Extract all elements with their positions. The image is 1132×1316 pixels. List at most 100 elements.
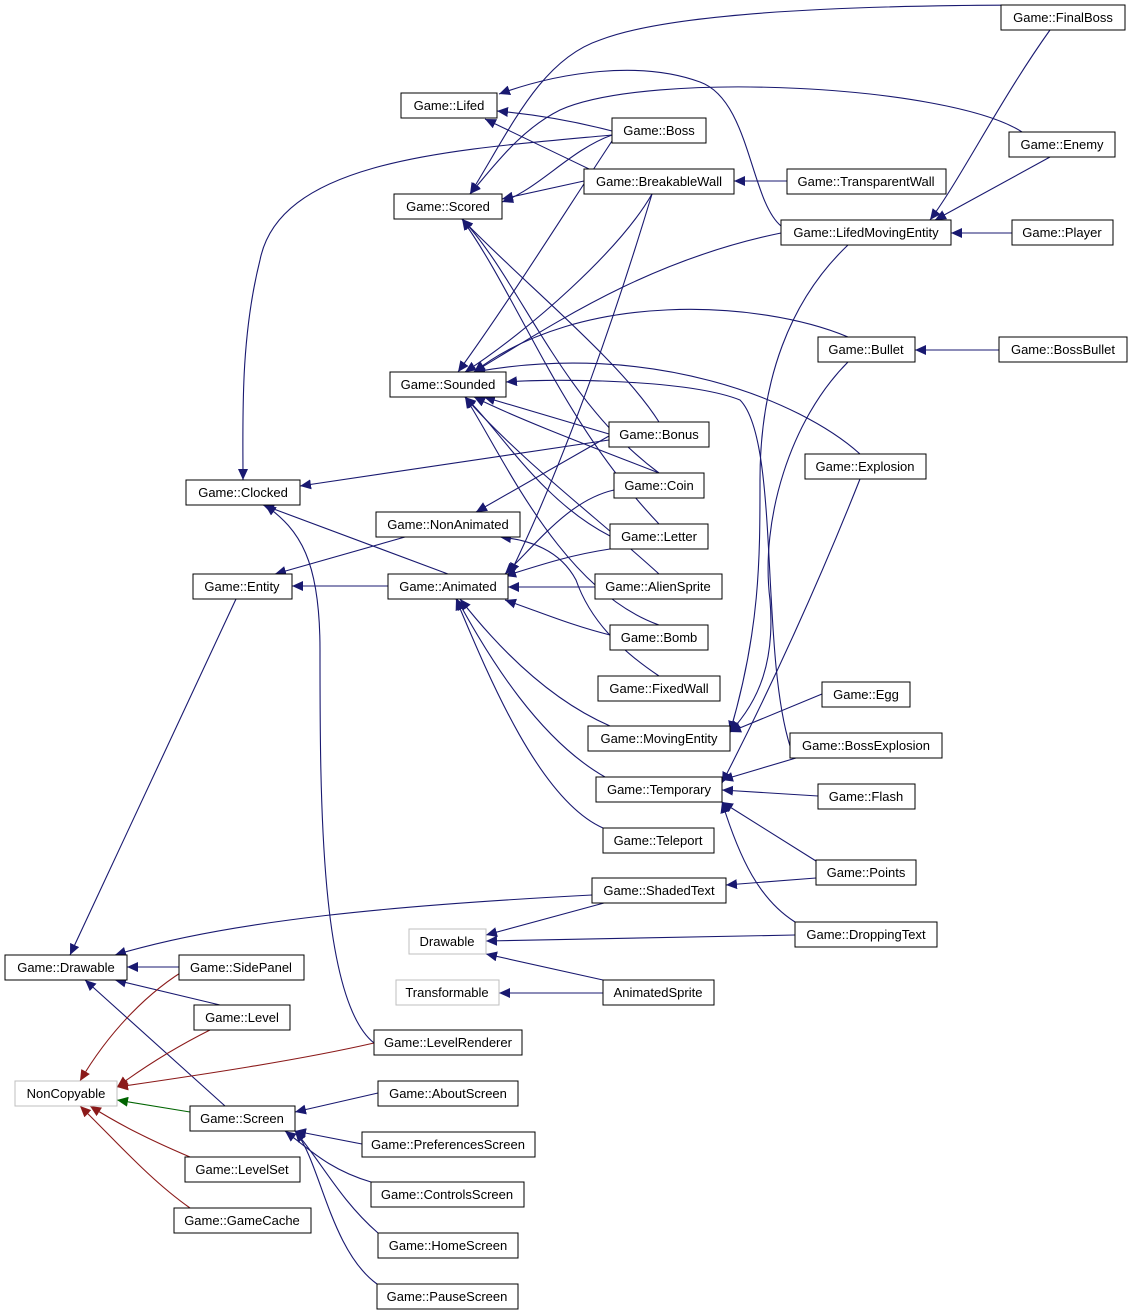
class-label: Game::FinalBoss (1013, 10, 1113, 25)
class-node-about-screen[interactable]: Game::AboutScreen (377, 1080, 519, 1107)
class-node-boss[interactable]: Game::Boss (611, 117, 707, 144)
class-node-non-animated[interactable]: Game::NonAnimated (375, 511, 521, 538)
public-inheritance-edge (456, 598, 606, 778)
public-inheritance-edge (505, 376, 791, 747)
public-inheritance-edge (934, 156, 1051, 221)
class-node-boss-explosion[interactable]: Game::BossExplosion (789, 732, 943, 759)
class-label: Game::LevelRenderer (384, 1035, 513, 1050)
class-node-level-set[interactable]: Game::LevelSet (184, 1156, 301, 1183)
class-label: Game::NonAnimated (387, 517, 508, 532)
private-inheritance-edge (116, 1029, 211, 1088)
public-inheritance-edge (464, 193, 653, 373)
public-inheritance-edge (284, 1130, 372, 1183)
class-node-bonus[interactable]: Game::Bonus (608, 421, 710, 448)
class-node-letter[interactable]: Game::Letter (609, 523, 709, 550)
public-inheritance-edge (483, 395, 610, 435)
class-label: AnimatedSprite (614, 985, 703, 1000)
class-label: Game::BreakableWall (596, 174, 722, 189)
class-node-lifed-moving-entity[interactable]: Game::LifedMovingEntity (780, 219, 952, 246)
private-inheritance-edge (79, 966, 191, 1082)
class-node-alien-sprite[interactable]: Game::AlienSprite (594, 573, 723, 600)
public-inheritance-edge (473, 362, 861, 455)
class-node-animated-sprite[interactable]: AnimatedSprite (602, 979, 715, 1006)
public-inheritance-edge (464, 396, 660, 626)
class-node-drawable[interactable]: Drawable (408, 928, 487, 955)
class-node-side-panel[interactable]: Game::SidePanel (178, 954, 305, 981)
class-node-teleport[interactable]: Game::Teleport (602, 827, 715, 854)
public-inheritance-edge (114, 894, 593, 957)
class-node-coin[interactable]: Game::Coin (613, 472, 705, 499)
class-node-shaded-text[interactable]: Game::ShadedText (591, 877, 727, 904)
class-label: Game::AboutScreen (389, 1086, 507, 1101)
class-label: Game::TransparentWall (797, 174, 934, 189)
public-inheritance-edge (294, 1130, 378, 1285)
class-label: Game::MovingEntity (600, 731, 718, 746)
public-inheritance-edge (84, 979, 226, 1107)
class-node-dropping-text[interactable]: Game::DroppingText (794, 921, 938, 948)
class-node-points[interactable]: Game::Points (815, 859, 917, 886)
public-inheritance-edge (274, 536, 406, 576)
class-node-level-renderer[interactable]: Game::LevelRenderer (373, 1029, 523, 1056)
class-label: Game::GameCache (184, 1213, 300, 1228)
class-label: Game::Explosion (816, 459, 915, 474)
public-inheritance-edge (294, 1128, 363, 1145)
class-node-final-boss[interactable]: Game::FinalBoss (1000, 4, 1126, 31)
class-node-breakable-wall[interactable]: Game::BreakableWall (583, 168, 735, 195)
class-node-lifed[interactable]: Game::Lifed (400, 92, 498, 119)
class-label: Game::PreferencesScreen (371, 1137, 525, 1152)
public-inheritance-edge (721, 801, 817, 862)
public-inheritance-edge (499, 533, 660, 677)
class-node-non-copyable[interactable]: NonCopyable (14, 1080, 118, 1107)
public-inheritance-edge (264, 504, 375, 1044)
class-node-egg[interactable]: Game::Egg (821, 681, 911, 708)
public-inheritance-edge (469, 86, 1023, 195)
class-label: Game::ControlsScreen (381, 1187, 513, 1202)
class-label: Game::Level (205, 1010, 279, 1025)
class-label: Game::Letter (621, 529, 698, 544)
class-label: Game::Sounded (401, 377, 496, 392)
class-node-moving-entity[interactable]: Game::MovingEntity (587, 725, 731, 752)
public-inheritance-edge (485, 934, 796, 946)
class-node-screen[interactable]: Game::Screen (189, 1105, 296, 1132)
class-node-clocked[interactable]: Game::Clocked (185, 479, 301, 506)
class-node-bomb[interactable]: Game::Bomb (609, 624, 709, 651)
class-node-pause-screen[interactable]: Game::PauseScreen (376, 1283, 519, 1310)
class-node-sounded[interactable]: Game::Sounded (389, 371, 507, 398)
class-node-level[interactable]: Game::Level (193, 1004, 291, 1031)
public-inheritance-edge (294, 1092, 379, 1115)
class-nodes: Game::FinalBoss Game::Lifed Game::Boss G… (4, 4, 1128, 1310)
private-inheritance-edge (116, 1042, 375, 1091)
public-inheritance-edge (464, 396, 660, 575)
class-node-boss-bullet[interactable]: Game::BossBullet (998, 336, 1128, 363)
class-node-flash[interactable]: Game::Flash (817, 783, 916, 810)
public-inheritance-edge (475, 435, 610, 513)
class-node-game-cache[interactable]: Game::GameCache (173, 1207, 312, 1234)
class-node-player[interactable]: Game::Player (1011, 219, 1114, 246)
class-node-enemy[interactable]: Game::Enemy (1008, 131, 1116, 158)
class-node-temporary[interactable]: Game::Temporary (595, 776, 723, 803)
class-node-animated[interactable]: Game::Animated (387, 573, 509, 600)
class-node-home-screen[interactable]: Game::HomeScreen (377, 1232, 519, 1259)
class-node-scored[interactable]: Game::Scored (393, 193, 503, 220)
public-inheritance-edge (729, 693, 823, 733)
class-label: Game::HomeScreen (389, 1238, 508, 1253)
class-label: Game::ShadedText (603, 883, 715, 898)
public-inheritance-edge (504, 489, 615, 575)
class-node-preferences-screen[interactable]: Game::PreferencesScreen (361, 1131, 536, 1158)
public-inheritance-edge (485, 902, 605, 937)
class-label: Game::Player (1022, 225, 1102, 240)
class-node-transformable[interactable]: Transformable (395, 979, 500, 1006)
public-inheritance-edge (721, 785, 819, 797)
public-inheritance-edge (720, 801, 796, 923)
class-node-game-drawable[interactable]: Game::Drawable (4, 954, 128, 981)
public-inheritance-edge (509, 193, 653, 575)
class-node-bullet[interactable]: Game::Bullet (817, 336, 916, 363)
class-node-fixed-wall[interactable]: Game::FixedWall (597, 675, 721, 702)
class-node-transparent-wall[interactable]: Game::TransparentWall (786, 168, 947, 195)
class-node-controls-screen[interactable]: Game::ControlsScreen (370, 1181, 525, 1208)
class-node-explosion[interactable]: Game::Explosion (804, 453, 927, 480)
class-label: NonCopyable (27, 1086, 106, 1101)
class-node-entity[interactable]: Game::Entity (192, 573, 293, 600)
public-inheritance-edge (237, 134, 613, 481)
